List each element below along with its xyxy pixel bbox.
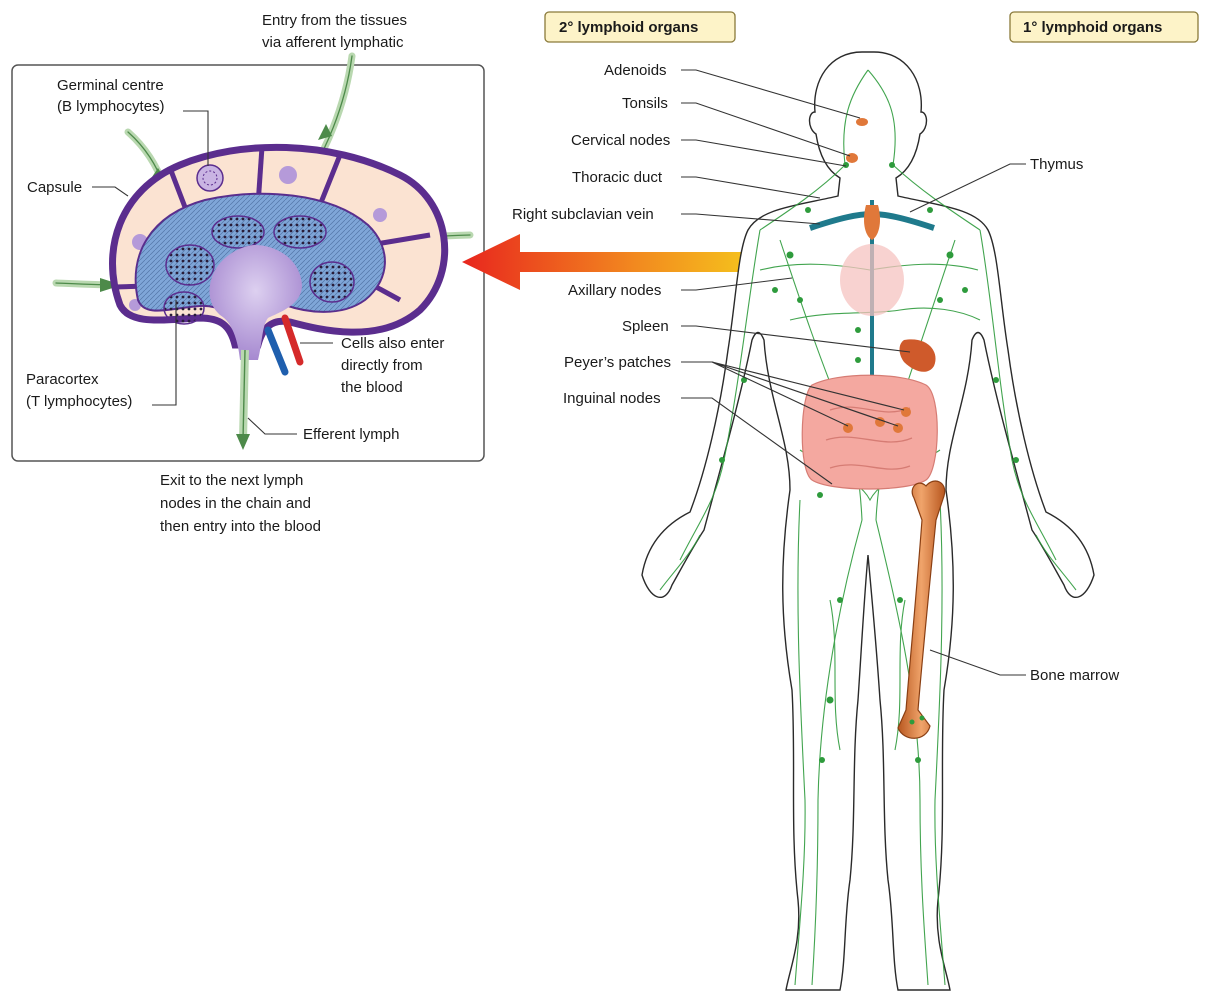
label-exit-1: Exit to the next lymph — [160, 472, 303, 489]
heart-lungs — [840, 244, 904, 316]
label-subclavian: Right subclavian vein — [512, 206, 654, 223]
label-entry-2: via afferent lymphatic — [262, 34, 404, 51]
label-cervical: Cervical nodes — [571, 132, 670, 149]
label-inguinal: Inguinal nodes — [563, 390, 661, 407]
label-cells-3: the blood — [341, 379, 403, 396]
body-outline — [642, 52, 1094, 990]
label-capsule: Capsule — [27, 179, 82, 196]
badge-primary-organs: 1° lymphoid organs — [1010, 12, 1198, 42]
tonsils — [846, 153, 858, 163]
label-cells-2: directly from — [341, 357, 423, 374]
label-thymus: Thymus — [1030, 156, 1083, 173]
label-bone-marrow: Bone marrow — [1030, 667, 1119, 684]
label-exit-2: nodes in the chain and — [160, 495, 311, 512]
lymph-node-panel: Entry from the tissues via afferent lymp… — [12, 12, 484, 461]
label-thoracic: Thoracic duct — [572, 169, 663, 186]
badge-secondary-organs: 2° lymphoid organs — [545, 12, 735, 42]
label-axillary: Axillary nodes — [568, 282, 661, 299]
label-paracortex-1: Paracortex — [26, 371, 99, 388]
label-entry-1: Entry from the tissues — [262, 12, 407, 29]
label-cells-1: Cells also enter — [341, 335, 444, 352]
label-paracortex-2: (T lymphocytes) — [26, 393, 132, 410]
label-adenoids: Adenoids — [604, 62, 667, 79]
label-peyers: Peyer’s patches — [564, 354, 671, 371]
label-tonsils: Tonsils — [622, 95, 668, 112]
label-exit-3: then entry into the blood — [160, 518, 321, 535]
label-germinal-1: Germinal centre — [57, 77, 164, 94]
badge-secondary-text: 2° lymphoid organs — [559, 19, 698, 36]
germinal-centre — [197, 165, 223, 191]
label-germinal-2: (B lymphocytes) — [57, 98, 165, 115]
label-efferent: Efferent lymph — [303, 426, 399, 443]
label-spleen: Spleen — [622, 318, 669, 335]
badge-primary-text: 1° lymphoid organs — [1023, 19, 1162, 36]
intestines — [802, 375, 937, 489]
adenoids — [856, 118, 868, 126]
human-body: Adenoids Tonsils Cervical nodes Thoracic… — [512, 52, 1119, 990]
